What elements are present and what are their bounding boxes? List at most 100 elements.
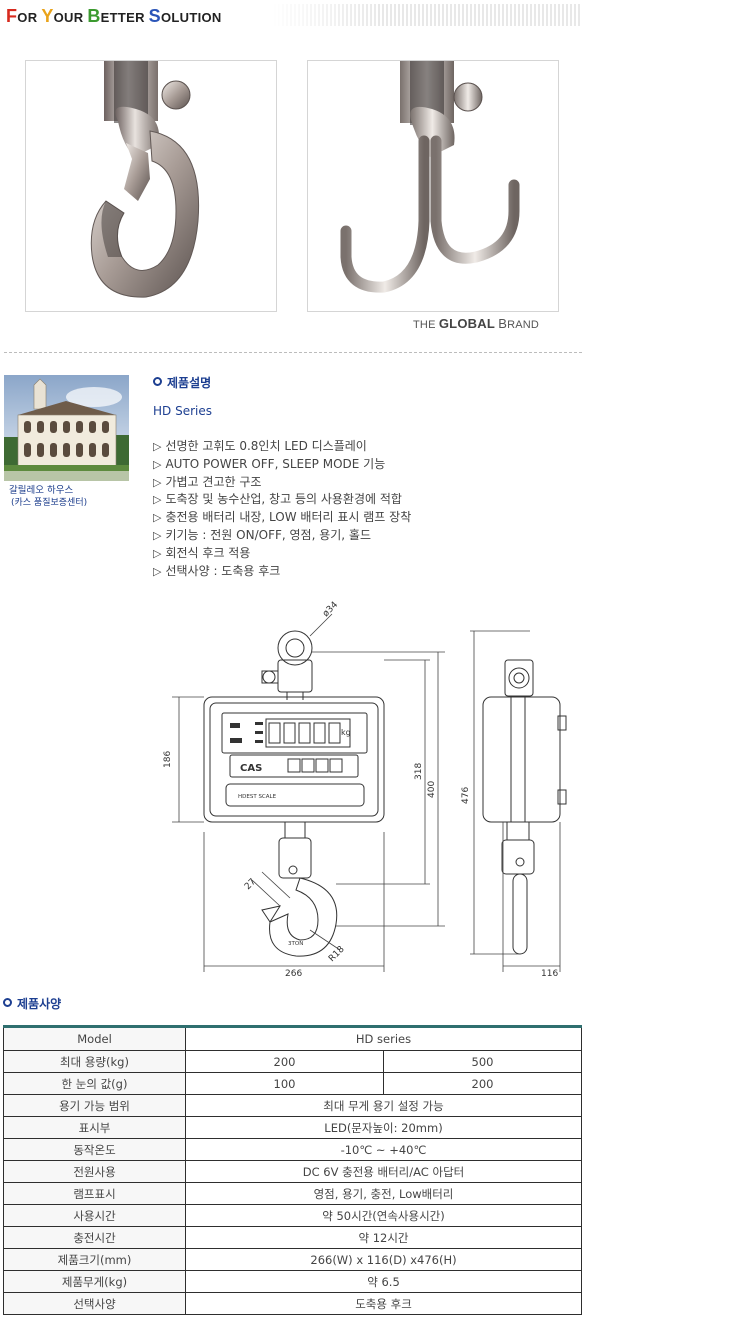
drawing-keys bbox=[287, 758, 343, 773]
spec-title: 제품사양 bbox=[3, 995, 61, 1012]
spec-label: 전원사용 bbox=[3, 1160, 186, 1183]
drawing-front-ring-hole bbox=[285, 638, 305, 658]
drawing-front-hook-tip bbox=[261, 905, 282, 923]
spec-row: 최대 용량(kg) 200 500 bbox=[3, 1050, 582, 1073]
feature-text: AUTO POWER OFF, SLEEP MODE 기능 bbox=[165, 456, 386, 471]
feature-item: ▷충전용 배터리 내장, LOW 배터리 표시 램프 장착 bbox=[153, 509, 411, 527]
spec-label: 제품무게(kg) bbox=[3, 1270, 186, 1293]
spec-value: 200 bbox=[383, 1072, 582, 1095]
description-title: 제품설명 bbox=[153, 374, 211, 391]
drawing-front-display-frame bbox=[221, 712, 368, 754]
drawing-side-hook-block bbox=[501, 839, 535, 875]
triangle-bullet-icon: ▷ bbox=[153, 511, 162, 525]
triangle-bullet-icon: ▷ bbox=[153, 440, 162, 453]
spec-label: 램프표시 bbox=[3, 1182, 186, 1205]
drawing-hook-mark: 3TON bbox=[288, 941, 303, 947]
dim-depth: 116 bbox=[541, 969, 558, 979]
series-name: HD Series bbox=[153, 404, 212, 418]
slogan-word: OR bbox=[17, 10, 42, 25]
spec-table: Model HD series 최대 용량(kg) 200 500 한 눈의 값… bbox=[3, 1025, 582, 1315]
slogan-word: OUR bbox=[53, 10, 88, 25]
dim-width: 266 bbox=[285, 969, 302, 979]
spec-row: 램프표시 영점, 용기, 충전, Low배터리 bbox=[3, 1182, 582, 1205]
drawing-front-keypad bbox=[229, 754, 359, 778]
spec-value: 266(W) x 116(D) x476(H) bbox=[185, 1248, 582, 1271]
drawing-brand: CAS bbox=[240, 763, 262, 774]
header-banner: FOR YOUR BETTER SOLUTION bbox=[0, 0, 585, 30]
drawing-front-hook-block bbox=[278, 837, 312, 879]
triangle-bullet-icon: ▷ bbox=[153, 457, 162, 471]
drawing-front-panel bbox=[209, 702, 379, 817]
brand-initial: B bbox=[498, 316, 508, 331]
spec-value: 100 bbox=[185, 1072, 384, 1095]
spec-row: 충전시간 약 12시간 bbox=[3, 1226, 582, 1249]
spec-row: 동작온도 -10℃ ~ +40℃ bbox=[3, 1138, 582, 1161]
dim-27: 27 bbox=[243, 877, 258, 892]
drawing-front-ring bbox=[277, 630, 313, 666]
spec-row: 제품무게(kg) 약 6.5 bbox=[3, 1270, 582, 1293]
spec-label: 최대 용량(kg) bbox=[3, 1050, 186, 1073]
brand-global: GLOBAL bbox=[438, 316, 495, 331]
spec-row: 제품크기(mm) 266(W) x 116(D) x476(H) bbox=[3, 1248, 582, 1271]
spec-label: Model bbox=[3, 1025, 186, 1051]
drawing-front-label-plate bbox=[225, 783, 365, 807]
feature-text: 키기능 : 전원 ON/OFF, 영점, 용기, 홀드 bbox=[165, 527, 371, 542]
drawing-unit: kg bbox=[341, 728, 351, 737]
brand-tagline: THE GLOBAL BRAND bbox=[413, 316, 539, 331]
drawing-front-display bbox=[265, 718, 351, 748]
feature-text: 도축장 및 농수산업, 창고 등의 사용환경에 적합 bbox=[165, 492, 402, 507]
spec-label: 동작온도 bbox=[3, 1138, 186, 1161]
spec-label: 충전시간 bbox=[3, 1226, 186, 1249]
feature-item: ▷AUTO POWER OFF, SLEEP MODE 기능 bbox=[153, 456, 411, 474]
feature-text: 회전식 후크 적용 bbox=[165, 545, 251, 560]
feature-text: 충전용 배터리 내장, LOW 배터리 표시 램프 장착 bbox=[165, 510, 412, 525]
description-title-text: 제품설명 bbox=[167, 376, 212, 390]
slogan-word: ETTER bbox=[100, 10, 149, 25]
feature-text: 가볍고 견고한 구조 bbox=[165, 474, 262, 489]
spec-title-text: 제품사양 bbox=[17, 997, 62, 1011]
triangle-bullet-icon: ▷ bbox=[153, 528, 162, 542]
drawing-side-hook bbox=[512, 873, 528, 955]
dim-ring-dia: ø34 bbox=[321, 600, 340, 619]
feature-text: 선명한 고휘도 0.8인치 LED 디스플레이 bbox=[165, 439, 367, 453]
spec-label: 선택사양 bbox=[3, 1292, 186, 1315]
spec-value: 약 6.5 bbox=[185, 1270, 582, 1293]
feature-item: ▷회전식 후크 적용 bbox=[153, 545, 411, 563]
drawing-front-pin bbox=[262, 670, 276, 684]
header-pattern bbox=[270, 4, 582, 26]
spec-row: 선택사양 도축용 후크 bbox=[3, 1292, 582, 1315]
dim-400: 400 bbox=[427, 781, 437, 798]
spec-value: 최대 무게 용기 설정 가능 bbox=[185, 1094, 582, 1117]
drawing-side-ring bbox=[508, 667, 530, 689]
spec-header-row: Model HD series bbox=[3, 1025, 582, 1051]
drawing-model: HDEST SCALE bbox=[238, 794, 277, 800]
dim-318: 318 bbox=[414, 763, 424, 780]
spec-value: 영점, 용기, 충전, Low배터리 bbox=[185, 1182, 582, 1205]
drawing-display-digits bbox=[230, 722, 341, 744]
spec-row: 전원사용 DC 6V 충전용 배터리/AC 아답터 bbox=[3, 1160, 582, 1183]
spec-row: 용기 가능 범위 최대 무게 용기 설정 가능 bbox=[3, 1094, 582, 1117]
drawing-side-swivel bbox=[504, 659, 534, 697]
dim-476: 476 bbox=[461, 787, 471, 804]
drawing-front-hook-pin bbox=[288, 865, 298, 875]
spec-value: HD series bbox=[185, 1025, 582, 1051]
slogan-word: OLUTION bbox=[160, 10, 222, 25]
spec-label: 사용시간 bbox=[3, 1204, 186, 1227]
slogan: FOR YOUR BETTER SOLUTION bbox=[6, 6, 222, 27]
slogan-initial: F bbox=[6, 6, 18, 26]
feature-item: ▷선택사양 : 도축용 후크 bbox=[153, 563, 411, 581]
feature-item: ▷가볍고 견고한 구조 bbox=[153, 474, 411, 492]
triangle-bullet-icon: ▷ bbox=[153, 564, 162, 578]
brand-rest: RAND bbox=[507, 319, 540, 331]
swivel-hook-photo bbox=[25, 60, 277, 312]
spec-value: 500 bbox=[383, 1050, 582, 1073]
spec-value: 약 12시간 bbox=[185, 1226, 582, 1249]
spec-label: 한 눈의 값(g) bbox=[3, 1072, 186, 1095]
house-caption-name: 갈릴레오 하우스 bbox=[9, 485, 74, 496]
spec-label: 표시부 bbox=[3, 1116, 186, 1139]
galileo-house-photo bbox=[4, 375, 129, 481]
spec-label: 용기 가능 범위 bbox=[3, 1094, 186, 1117]
feature-item: ▷도축장 및 농수산업, 창고 등의 사용환경에 적합 bbox=[153, 491, 411, 509]
spec-value: 도축용 후크 bbox=[185, 1292, 582, 1315]
triangle-bullet-icon: ▷ bbox=[153, 493, 162, 507]
